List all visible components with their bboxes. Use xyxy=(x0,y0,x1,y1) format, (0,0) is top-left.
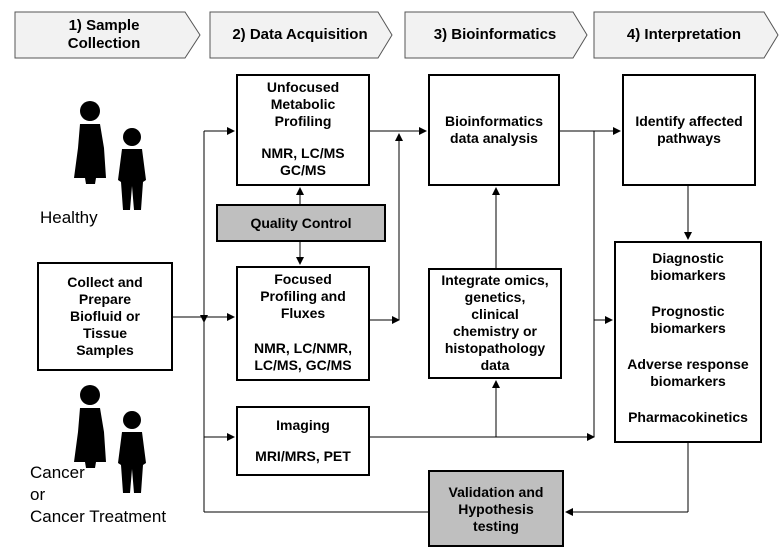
stage-label-3: 3) Bioinformatics xyxy=(433,26,557,43)
stage-label-2: 2) Data Acquisition xyxy=(232,26,368,43)
healthy-label: Healthy xyxy=(40,208,98,227)
collect-samples-text: Collect and Prepare Biofluid or Tissue S… xyxy=(67,274,143,358)
imaging-methods: MRI/MRS, PET xyxy=(255,448,351,464)
stage-chevron-3 xyxy=(404,11,588,59)
imaging-title: Imaging xyxy=(276,417,330,433)
validation-text: Validation and Hypothesis testing xyxy=(448,484,544,534)
unfocused-profiling-box: Unfocused Metabolic Profiling NMR, LC/MS… xyxy=(236,74,370,186)
stage-chevron-4 xyxy=(593,11,779,59)
quality-control-text: Quality Control xyxy=(250,215,352,231)
bioinformatics-text: Bioinformatics data analysis xyxy=(444,113,543,146)
integrate-omics-text: Integrate omics, genetics, clinical chem… xyxy=(441,272,549,373)
stage-label-4: 4) Interpretation xyxy=(626,26,742,43)
diagnostic-biomarkers-text: Diagnostic biomarkers xyxy=(650,250,726,283)
collect-samples-box: Collect and Prepare Biofluid or Tissue S… xyxy=(37,262,173,371)
person-icon-cancer xyxy=(74,385,146,493)
stage-chevron-2 xyxy=(209,11,393,59)
focused-methods: NMR, LC/NMR, LC/MS, GC/MS xyxy=(254,340,352,373)
integrate-omics-box: Integrate omics, genetics, clinical chem… xyxy=(428,268,562,379)
focused-profiling-box: Focused Profiling and Fluxes NMR, LC/NMR… xyxy=(236,266,370,381)
prognostic-biomarkers-text: Prognostic biomarkers xyxy=(650,303,726,336)
focused-title: Focused Profiling and Fluxes xyxy=(260,271,346,321)
biomarkers-box: Diagnostic biomarkers Prognostic biomark… xyxy=(614,241,762,443)
pathways-box: Identify affected pathways xyxy=(622,74,756,186)
validation-box: Validation and Hypothesis testing xyxy=(428,470,564,547)
unfocused-methods: NMR, LC/MS GC/MS xyxy=(261,145,345,178)
stage-chevron-1 xyxy=(14,11,201,59)
cancer-label: Cancer or Cancer Treatment xyxy=(30,463,167,526)
bioinformatics-box: Bioinformatics data analysis xyxy=(428,74,560,186)
adverse-response-text: Adverse response biomarkers xyxy=(627,356,749,389)
quality-control-box: Quality Control xyxy=(216,204,386,242)
pathways-text: Identify affected pathways xyxy=(635,113,743,146)
pharmacokinetics-text: Pharmacokinetics xyxy=(628,409,748,425)
stage-label-1: 1) Sample Collection xyxy=(67,17,141,52)
imaging-box: Imaging MRI/MRS, PET xyxy=(236,406,370,476)
person-icon-healthy xyxy=(74,101,146,210)
unfocused-title: Unfocused Metabolic Profiling xyxy=(266,79,340,129)
connectors xyxy=(173,127,692,516)
